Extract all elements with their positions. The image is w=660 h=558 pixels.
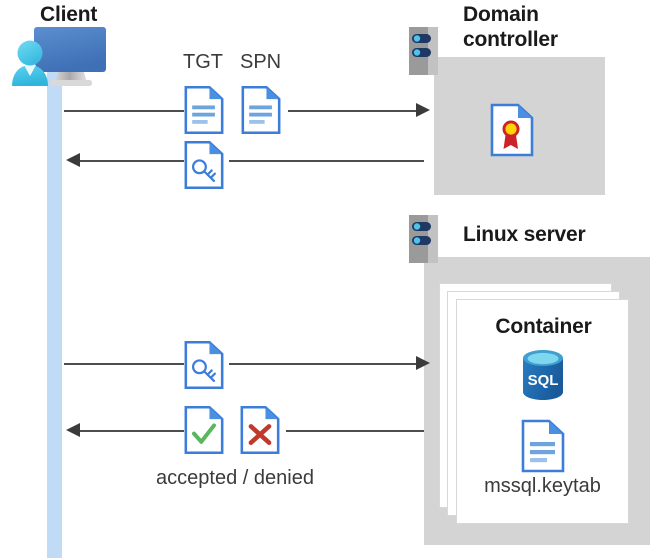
domain-controller-label-line1: Domain [463, 3, 539, 26]
container-card-front: Container [456, 299, 629, 524]
tgt-document-icon [184, 85, 224, 135]
client-user-monitor-icon [8, 22, 118, 90]
msg-service-ticket-line-right [229, 160, 424, 162]
msg-tgt-spn-line-left [64, 110, 184, 112]
accepted-document-icon [184, 405, 224, 455]
linux-server-rack-icon [409, 215, 438, 263]
msg-ticket-presented-line-left [64, 363, 184, 365]
tgt-label: TGT [183, 51, 223, 73]
domain-controller-server-rack-icon [409, 27, 438, 75]
keytab-document-icon [521, 419, 565, 473]
sql-database-icon: SQL [521, 349, 565, 401]
spn-document-icon [241, 85, 281, 135]
msg-ticket-presented-line-right [229, 363, 424, 365]
msg-auth-result-line-left [80, 430, 184, 432]
msg-service-ticket-arrowhead-left [64, 152, 80, 168]
key-document-icon-response [184, 140, 224, 190]
keytab-filename-label: mssql.keytab [484, 475, 601, 497]
spn-label: SPN [240, 51, 282, 73]
svg-text:SQL: SQL [528, 372, 559, 389]
linux-server-label: Linux server [463, 223, 586, 246]
msg-tgt-spn-line-right [288, 110, 424, 112]
msg-tgt-spn-arrowhead-right [416, 102, 432, 118]
domain-controller-label-line2: controller [463, 28, 558, 51]
client-lifeline [47, 62, 62, 558]
msg-auth-result-line-right [286, 430, 424, 432]
container-label: Container [495, 315, 592, 338]
msg-auth-result-arrowhead-left [64, 422, 80, 438]
msg-ticket-presented-arrowhead-right [416, 355, 432, 371]
accepted-denied-caption: accepted / denied [156, 467, 314, 489]
msg-service-ticket-line-left [80, 160, 184, 162]
denied-document-icon [240, 405, 280, 455]
client-label: Client [40, 3, 98, 26]
key-document-icon-request [184, 340, 224, 390]
certificate-document-icon [490, 103, 534, 157]
